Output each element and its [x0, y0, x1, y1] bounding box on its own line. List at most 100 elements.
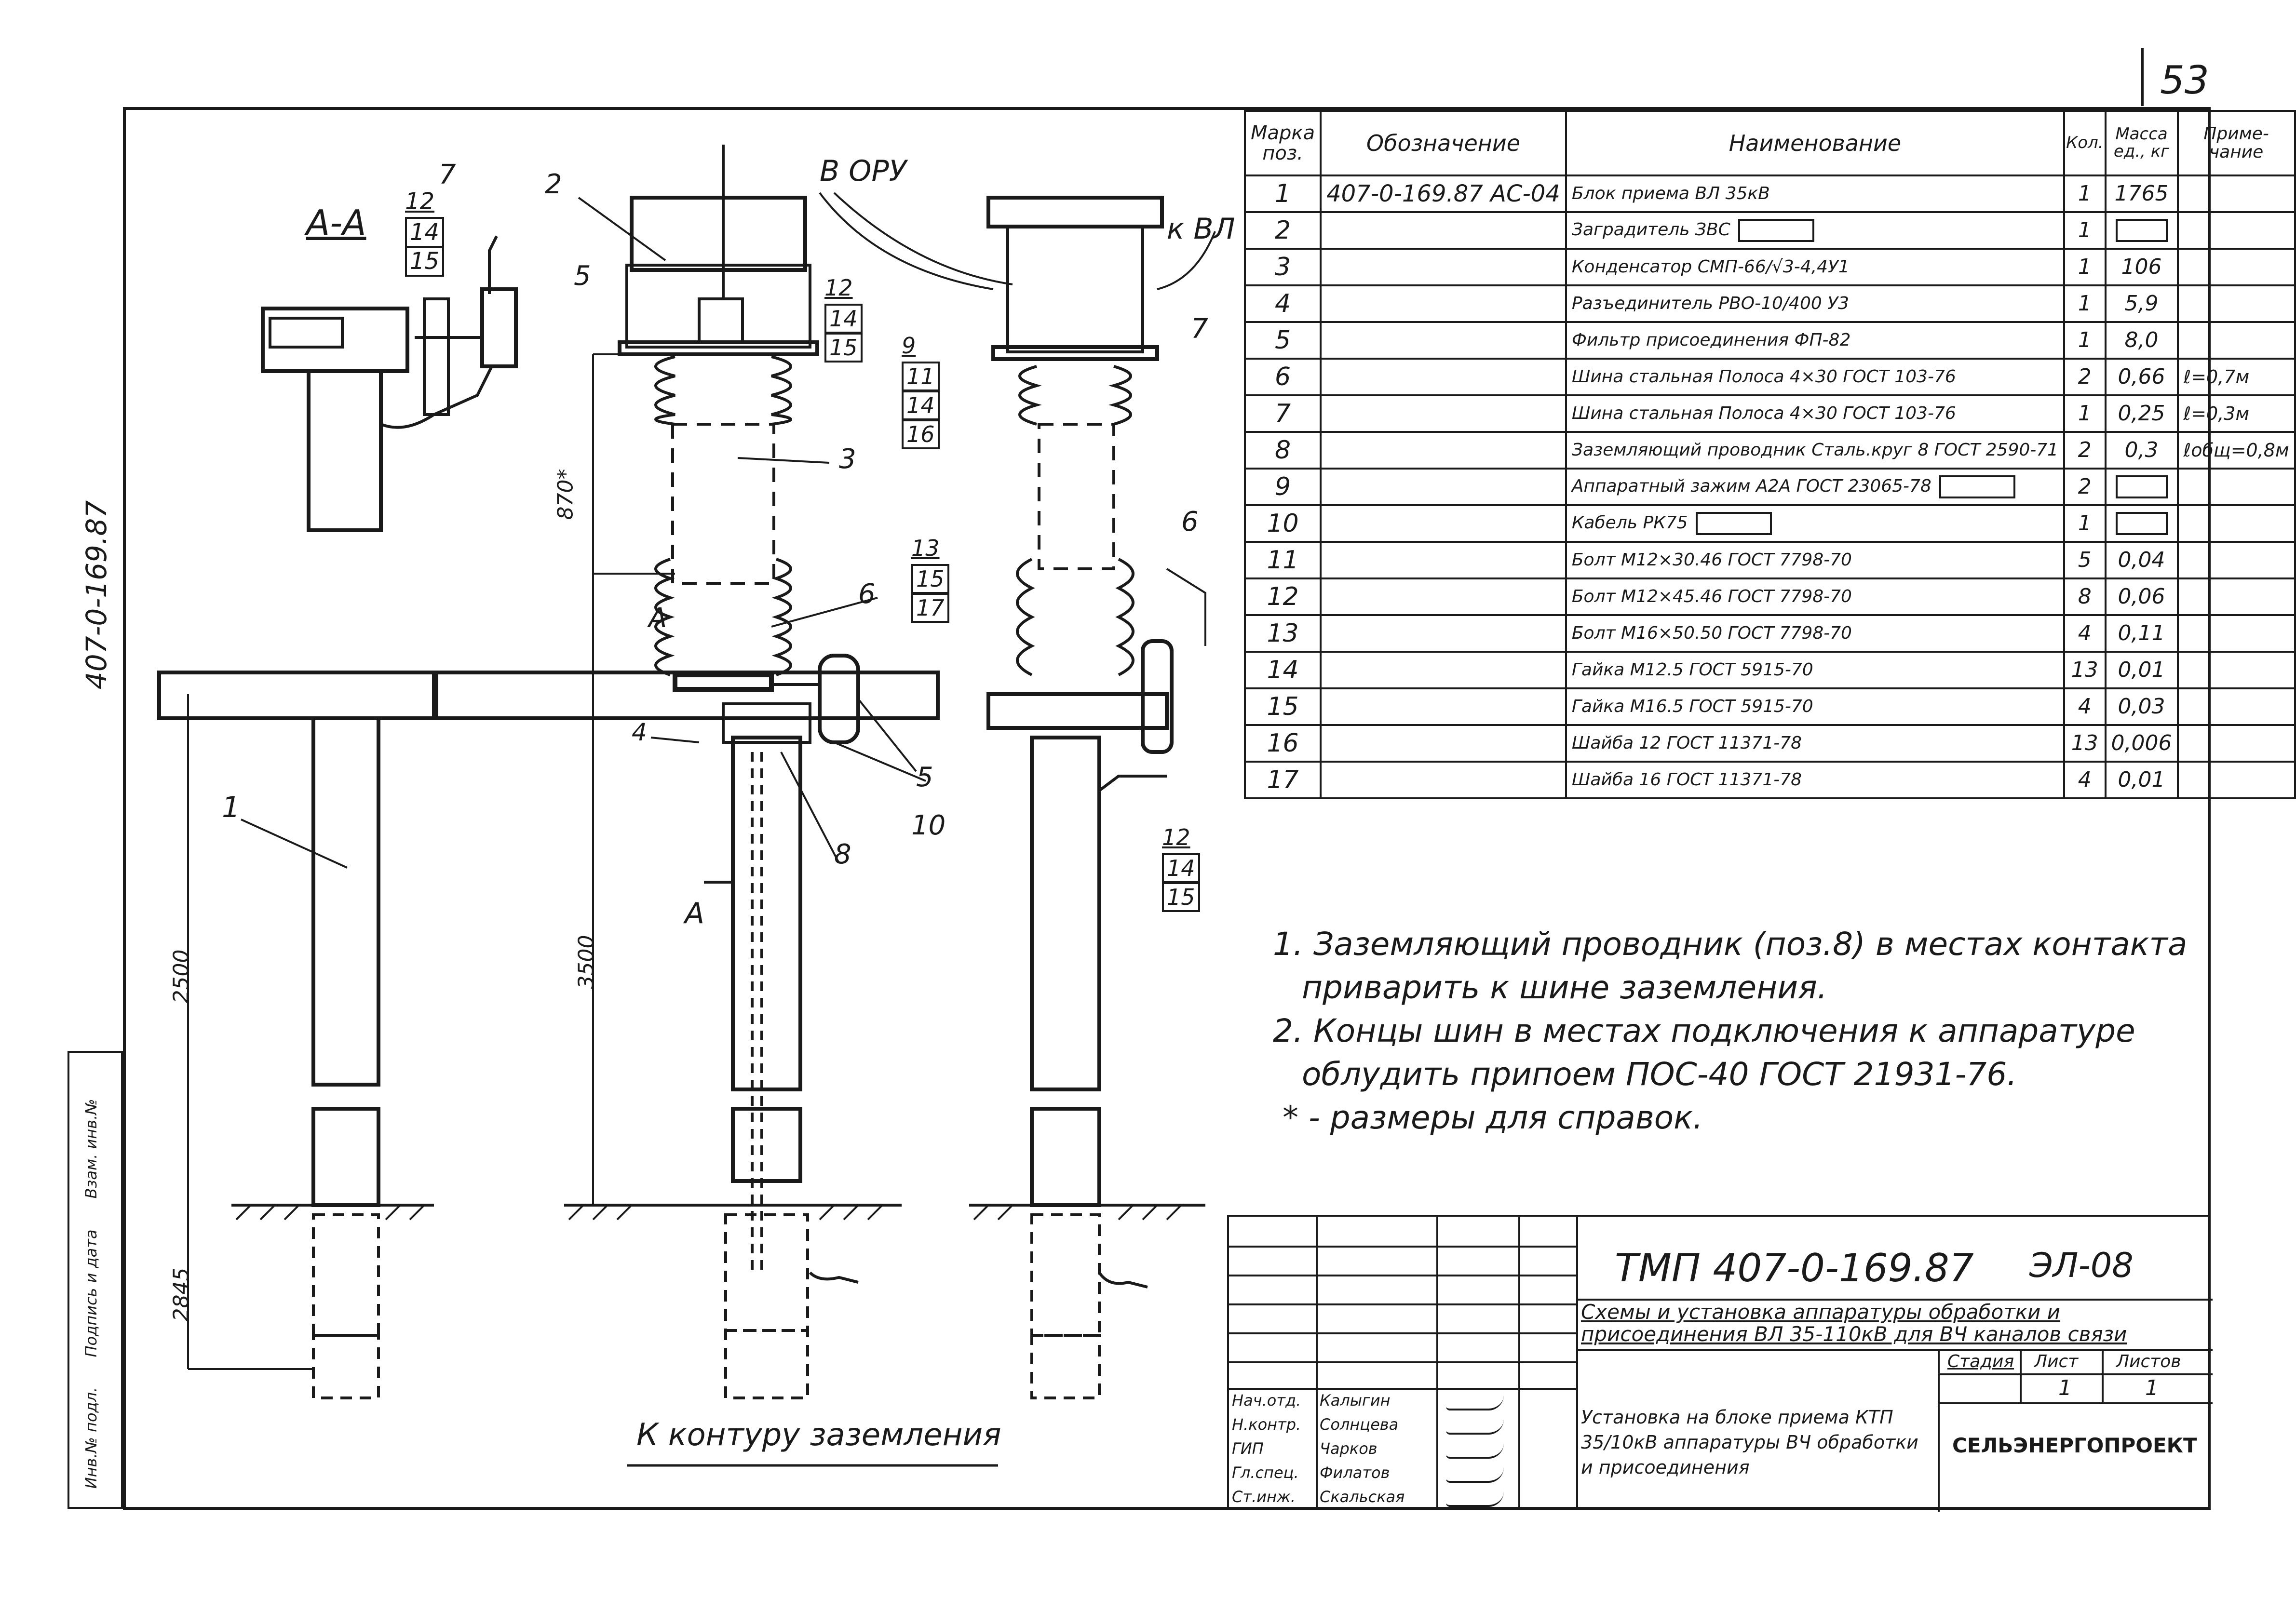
col-header-qty: Кол.: [2063, 110, 2107, 176]
sheet-frame: [123, 107, 2211, 1510]
spec-cell-note: [2176, 468, 2296, 506]
signer-name: Филатов: [1320, 1464, 1390, 1482]
spec-cell-name: Болт М16×50.50 ГОСТ 7798-70: [1565, 614, 2066, 653]
spec-cell-pos: 1: [1243, 175, 1322, 213]
spec-cell-designation: [1320, 577, 1567, 616]
callout: 6: [858, 578, 876, 610]
spec-cell-pos: 13: [1243, 614, 1322, 653]
spec-cell-note: [2176, 284, 2296, 323]
right-view: [833, 192, 1216, 1399]
spec-cell-pos: 5: [1243, 321, 1322, 360]
spec-cell-note: [2176, 175, 2296, 213]
signer-name: Скальская: [1320, 1488, 1405, 1506]
signer-name: Солнцева: [1320, 1415, 1399, 1434]
spec-cell-pos: 16: [1243, 724, 1322, 763]
callout: 17: [911, 593, 949, 623]
callout: 8: [834, 839, 851, 870]
spec-cell-note: [2176, 724, 2296, 763]
callout: 7: [439, 159, 456, 190]
page-number-corner: [2141, 48, 2144, 106]
spec-cell-pos: 3: [1243, 248, 1322, 286]
signature-mark: [1446, 1443, 1504, 1459]
spec-cell-note: [2176, 504, 2296, 543]
callout: 6: [1181, 506, 1199, 537]
spec-cell-designation: [1320, 651, 1567, 689]
sheets-value: 1: [2145, 1376, 2159, 1400]
spec-cell-designation: [1320, 321, 1567, 360]
callout: 12: [405, 188, 435, 215]
spec-cell-note: [2176, 761, 2296, 799]
signer-name: Чарков: [1320, 1439, 1378, 1458]
callout: 12: [824, 275, 853, 301]
dimension-870: 870*: [553, 469, 578, 520]
callout: 3: [839, 443, 856, 475]
spec-cell-note: [2176, 321, 2296, 360]
signature-mark: [1446, 1395, 1504, 1410]
specification-table: Марка поз. Обозначение Наименование Кол.…: [1243, 110, 2296, 799]
spec-cell-designation: [1320, 468, 1567, 506]
spec-cell-mass: 8,0: [2104, 321, 2179, 360]
blank-field: [1738, 219, 1814, 242]
spec-cell-name: Гайка М12.5 ГОСТ 5915-70: [1565, 651, 2066, 689]
spec-cell-note: [2176, 687, 2296, 726]
note-line: 1. Заземляющий проводник (поз.8) в места…: [1273, 926, 2188, 963]
spec-cell-note: [2176, 577, 2296, 616]
spec-cell-name: Шайба 12 ГОСТ 11371-78: [1565, 724, 2066, 763]
spec-cell-qty: 1: [2063, 175, 2107, 213]
document-code: ТМП 407-0-169.87: [1615, 1246, 1974, 1290]
spec-cell-qty: 8: [2063, 577, 2107, 616]
col-header-name: Наименование: [1565, 110, 2066, 176]
spec-cell-pos: 2: [1243, 211, 1322, 250]
spec-cell-qty: 4: [2063, 687, 2107, 726]
spec-cell-mass: 0,01: [2104, 761, 2179, 799]
spec-cell-name: Болт М12×30.46 ГОСТ 7798-70: [1565, 541, 2066, 579]
callout: 13: [911, 535, 940, 561]
spec-cell-qty: 2: [2063, 468, 2107, 506]
spec-cell-note: [2176, 614, 2296, 653]
spec-cell-note: ℓобщ=0,8м: [2176, 431, 2296, 470]
sheet-code: ЭЛ-08: [2029, 1246, 2134, 1285]
callout: 5: [574, 260, 591, 292]
spec-cell-note: [2176, 651, 2296, 689]
spec-cell-name: Конденсатор СМП-66/√3-4,4У1: [1565, 248, 2066, 286]
spec-cell-mass: 0,66: [2104, 358, 2179, 396]
sheets-label: Листов: [2116, 1352, 2181, 1371]
spec-cell-note: ℓ=0,3м: [2176, 394, 2296, 433]
spec-cell-name: Заградитель ЗВС: [1565, 211, 2066, 250]
spec-cell-name: Гайка М16.5 ГОСТ 5915-70: [1565, 687, 2066, 726]
callout: 10: [911, 810, 946, 841]
spec-cell-pos: 14: [1243, 651, 1322, 689]
spec-cell-pos: 12: [1243, 577, 1322, 616]
spec-cell-designation: [1320, 724, 1567, 763]
callout: 4: [632, 718, 647, 746]
note-line: облудить припоем ПОС-40 ГОСТ 21931-76.: [1302, 1056, 2017, 1093]
section-arrow-a: А: [648, 603, 667, 634]
spec-cell-name: Кабель РК75: [1565, 504, 2066, 543]
signature-mark: [1446, 1467, 1504, 1483]
spec-cell-pos: 9: [1243, 468, 1322, 506]
spec-cell-designation: [1320, 687, 1567, 726]
callout: 12: [1162, 824, 1190, 850]
spec-cell-qty: 5: [2063, 541, 2107, 579]
spec-cell-mass: 0,01: [2104, 651, 2179, 689]
callout: 15: [911, 564, 949, 594]
section-aa-view: [261, 235, 518, 532]
spec-cell-note: ℓ=0,7м: [2176, 358, 2296, 396]
section-arrow-a: А: [685, 897, 705, 930]
stage-label: Стадия: [1947, 1352, 2014, 1371]
spec-cell-mass: 0,006: [2104, 724, 2179, 763]
ground-contour-label: К контуру заземления: [636, 1417, 1001, 1453]
sheet-title-text: Установка на блоке приема КТП 35/10кВ ап…: [1581, 1407, 1918, 1478]
col-header-note: Приме- чание: [2176, 110, 2296, 176]
to-oru-label: В ОРУ: [820, 154, 907, 188]
signer-role: Ст.инж.: [1232, 1488, 1296, 1506]
spec-cell-designation: [1320, 394, 1567, 433]
spec-cell-designation: [1320, 284, 1567, 323]
section-aa-label: А-А: [306, 202, 366, 243]
